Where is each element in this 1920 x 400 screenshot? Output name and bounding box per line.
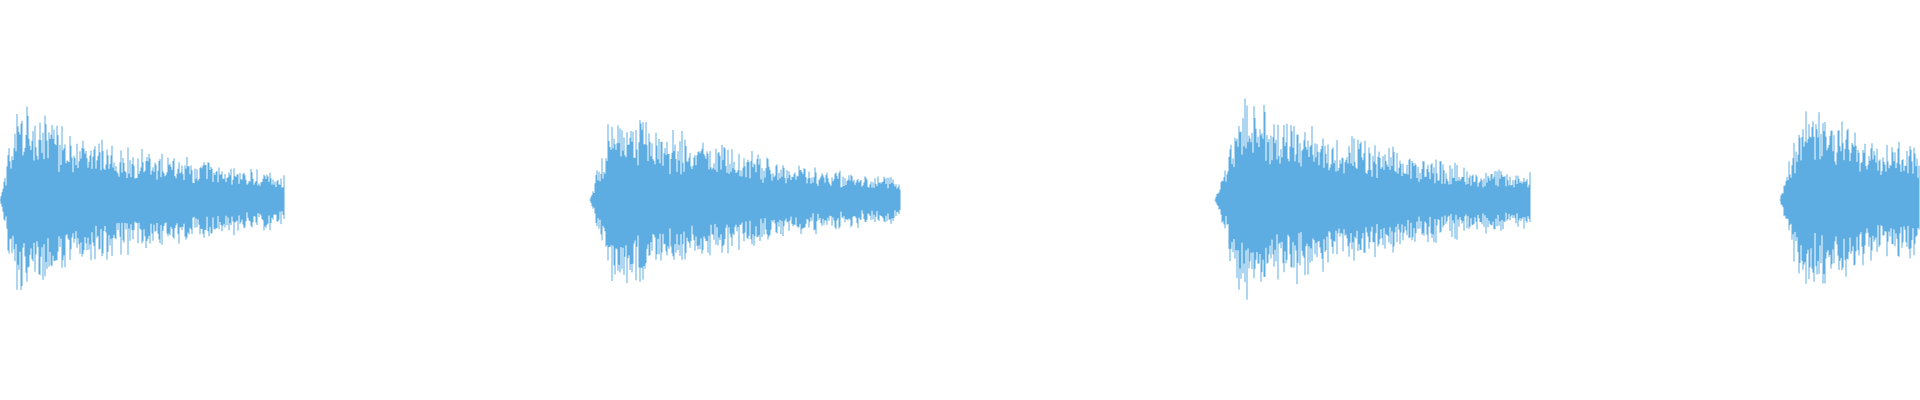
waveform-burst-1 xyxy=(0,106,285,290)
waveform-burst-3 xyxy=(1214,98,1531,300)
waveform-burst-4 xyxy=(1779,111,1920,284)
waveform-burst-2 xyxy=(589,120,901,284)
waveform-bursts xyxy=(0,98,1920,300)
